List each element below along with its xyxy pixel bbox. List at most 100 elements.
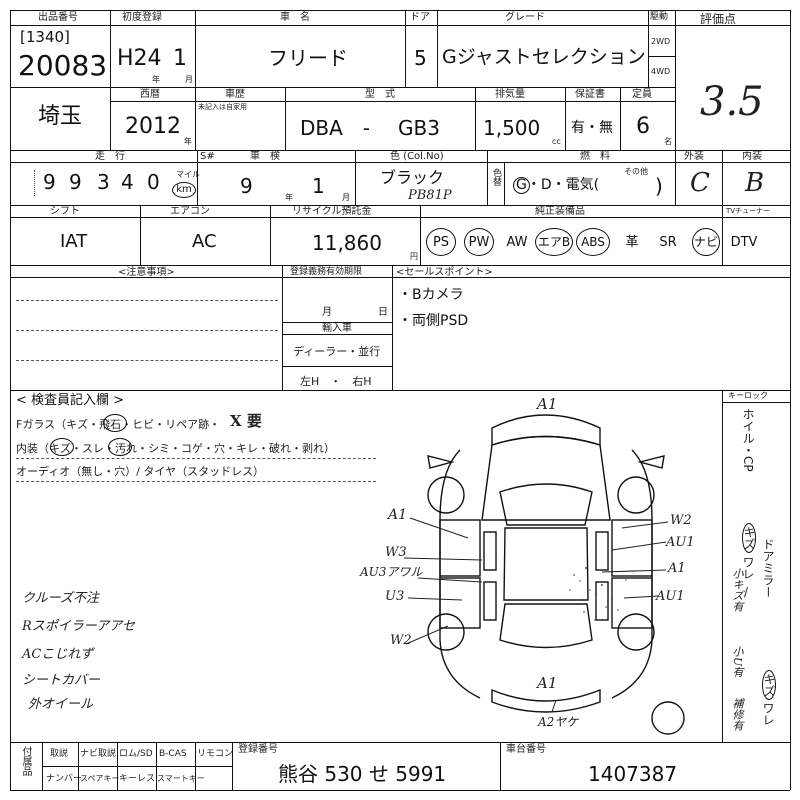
fuel-g-circled — [513, 177, 530, 194]
side-text: キズ — [742, 523, 756, 553]
equipment-leather: 革 — [625, 234, 639, 250]
circle-kizu — [50, 438, 74, 456]
import-label: 輸入車 — [322, 323, 352, 334]
v10 — [565, 87, 566, 150]
mileage-digit: 3 — [97, 170, 110, 194]
cc-unit: cc — [552, 137, 561, 146]
side-text: / — [744, 585, 749, 599]
side-text: キズ — [762, 670, 776, 700]
exterior-label: 外装 — [684, 151, 704, 162]
equipment-dtv: DTV — [730, 234, 758, 250]
v19 — [270, 205, 271, 265]
accessory-item: ナンバー — [46, 774, 83, 784]
lot-number: 20083 — [18, 49, 108, 82]
damage-mark: A1 — [668, 561, 686, 576]
drive-label: 駆動 — [650, 12, 669, 22]
yen-unit: 円 — [410, 252, 418, 261]
v4 — [437, 10, 438, 87]
side-mark: 小キズ有 — [731, 568, 744, 612]
reg-no: 熊谷 530 せ 5991 — [278, 762, 447, 786]
drive-4wd: 4WD — [651, 67, 671, 76]
r5h1 — [282, 322, 392, 323]
fuel-close: ) — [655, 174, 663, 198]
row4-label-strip — [10, 217, 790, 218]
side-mark: 補修有 — [731, 698, 744, 731]
history-label: 車歴 — [225, 89, 245, 100]
color-label: 色 (Col.No) — [390, 151, 444, 162]
interior-label: 内装 — [742, 151, 762, 162]
caution-line — [16, 360, 278, 361]
v14 — [487, 150, 488, 205]
equipment-abs: ABS — [576, 228, 610, 256]
accessory-item: B-CAS — [159, 749, 187, 759]
v2 — [195, 10, 196, 87]
damage-mark: A1 — [388, 507, 408, 523]
r5h2 — [282, 334, 392, 335]
keylock-bottom — [722, 402, 790, 403]
first-reg-year-unit: 年 — [152, 75, 160, 84]
accessory-item: スペアキー — [80, 774, 120, 783]
side-text: ワレ — [741, 556, 755, 580]
v21 — [722, 205, 723, 265]
equipment-navi: ナビ — [692, 228, 720, 256]
damage-mark: AU1 — [656, 589, 685, 604]
side-text: ワレ — [761, 702, 775, 726]
capacity: 6 — [636, 114, 650, 139]
damage-mark: AU3アワル — [360, 565, 423, 579]
grade: Gジャストセレクション — [442, 46, 646, 68]
accessory-item: ナビ取説 — [80, 749, 117, 759]
first-reg-month: 1 — [173, 46, 187, 71]
warranty-label: 保証書 — [575, 89, 605, 100]
inspector-line — [16, 458, 376, 459]
row2-bottom — [10, 150, 790, 151]
damage-mark: W3 — [385, 545, 407, 560]
first-reg-era: H24 — [117, 46, 162, 71]
inspection-label: 車 検 — [250, 151, 280, 162]
reg-expiry-day: 日 — [378, 307, 388, 318]
f-mid — [42, 766, 232, 767]
capacity-label: 定員 — [632, 89, 652, 100]
damage-mark: A1 — [537, 395, 558, 413]
side-text: ドアミラー — [761, 538, 775, 598]
history-note: 未記入は自家用 — [198, 103, 247, 111]
inspector-note: シートカバー — [22, 673, 101, 688]
drive-2wd: 2WD — [651, 37, 671, 46]
row3-bottom — [10, 205, 790, 206]
accessory-item: 取説 — [50, 749, 69, 759]
v8 — [285, 87, 286, 150]
first-reg-label: 初度登録 — [122, 12, 162, 23]
first-reg-month-unit: 月 — [185, 75, 193, 84]
inspector-note: クルーズ不注 — [22, 591, 99, 606]
v12 — [197, 150, 198, 205]
fuel-options: G・D・電気( — [516, 177, 600, 193]
inspection-month-unit: 月 — [342, 193, 350, 202]
v16 — [722, 150, 723, 205]
reg-expiry-label: 登録義務有効期限 — [290, 267, 363, 277]
row5-label-strip — [10, 277, 790, 278]
side-notes: ホイル・CP キズ ワレ / ドアミラー キズ ワレ 小キズ有 小U有 補修有 — [731, 408, 786, 738]
circle-yogore — [108, 438, 132, 456]
row1-label-strip — [10, 25, 790, 26]
inspector-line3: オーディオ（無し・穴）/ タイヤ（スタッドレス） — [16, 465, 265, 478]
mile-unit: マイル — [176, 170, 200, 179]
mileage-digit: 9 — [43, 170, 56, 194]
ac-label: エアコン — [170, 206, 210, 217]
inspector-note: Rスポイラーアアセ — [22, 619, 136, 634]
inspection-year-unit: 年 — [285, 193, 293, 202]
year-unit: 年 — [184, 137, 192, 146]
mileage-digit: 9 — [69, 170, 82, 194]
equipment-sr: SR — [659, 234, 677, 250]
chassis: 1407387 — [588, 762, 678, 786]
v17 — [504, 162, 505, 205]
row1-bottom — [10, 87, 675, 88]
inspector-line1-hw: X 要 — [230, 412, 262, 430]
damage-mark: W2 — [390, 633, 412, 648]
caution-label: <注意事項> — [118, 267, 175, 278]
tv-tuner-label: TVチューナー — [726, 207, 771, 215]
doors-label: ドア — [410, 12, 430, 23]
inspector-title: < 検査員記入欄 > — [16, 393, 125, 408]
handle: 左H ・ 右H — [300, 375, 372, 388]
v6 — [675, 10, 676, 150]
exterior: C — [690, 168, 710, 198]
